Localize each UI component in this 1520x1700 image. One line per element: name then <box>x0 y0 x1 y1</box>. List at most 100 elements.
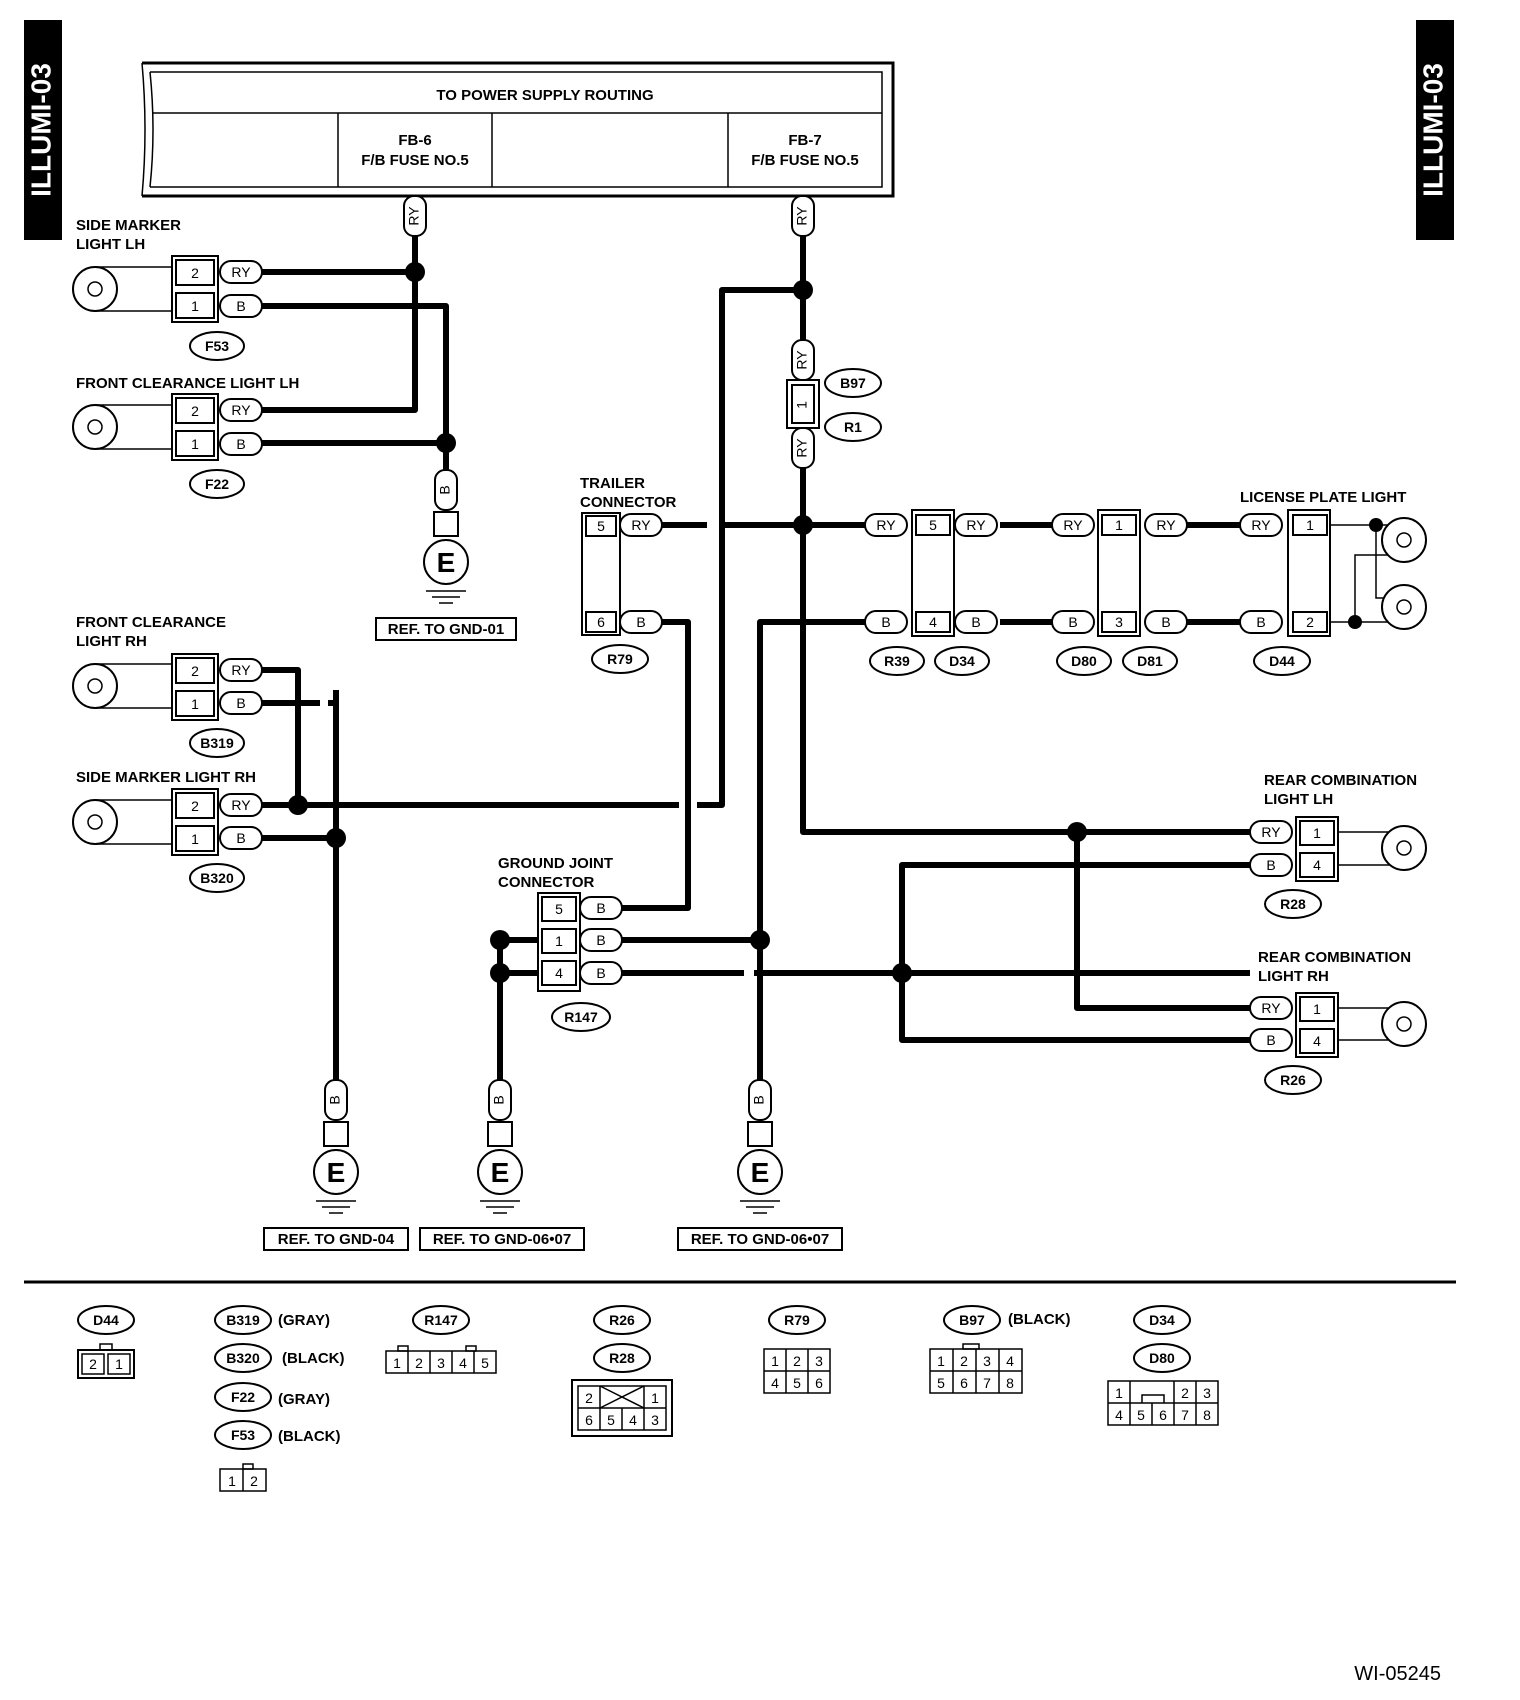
fuse-fb6-id: FB-6 <box>398 132 431 149</box>
ref-gnd04: REF. TO GND-04 <box>278 1231 395 1248</box>
svg-text:4: 4 <box>771 1375 779 1391</box>
svg-text:RY: RY <box>794 438 810 458</box>
svg-text:RY: RY <box>1261 1000 1281 1016</box>
svg-text:2: 2 <box>1306 614 1314 630</box>
legend-d34-d80: D34 D80 1 2 3 4 5 6 7 8 <box>1107 1305 1219 1426</box>
svg-text:F53: F53 <box>231 1427 255 1443</box>
svg-text:4: 4 <box>629 1412 637 1428</box>
ground-joint-title-1: GROUND JOINT <box>498 855 613 872</box>
svg-text:E: E <box>491 1157 510 1188</box>
side-marker-rh-title: SIDE MARKER LIGHT RH <box>76 769 256 786</box>
ref-gnd0607-a: REF. TO GND-06•07 <box>433 1231 571 1248</box>
side-tab-right-label: ILLUMI-03 <box>1417 63 1448 197</box>
svg-text:5: 5 <box>793 1375 801 1391</box>
svg-text:5: 5 <box>929 517 937 533</box>
side-tab-left: ILLUMI-03 <box>24 20 62 240</box>
ref-gnd01: REF. TO GND-01 <box>388 621 504 638</box>
connector-f53-label: F53 <box>205 338 229 354</box>
svg-text:B: B <box>881 614 890 630</box>
svg-text:(BLACK): (BLACK) <box>278 1428 340 1445</box>
connector-d34-label: D34 <box>949 653 975 669</box>
svg-text:1: 1 <box>191 298 199 314</box>
svg-text:RY: RY <box>1063 517 1083 533</box>
svg-text:B: B <box>751 1095 767 1104</box>
svg-text:5: 5 <box>555 901 563 917</box>
ground-joint-connector: GROUND JOINT CONNECTOR 5 1 4 B B B R147 <box>498 855 623 1032</box>
svg-text:1: 1 <box>228 1473 236 1489</box>
legend-r79: R79 1 2 3 4 5 6 <box>763 1305 831 1394</box>
svg-text:2: 2 <box>191 663 199 679</box>
power-supply-title: TO POWER SUPPLY ROUTING <box>436 87 653 104</box>
trailer-title-2: CONNECTOR <box>580 494 677 511</box>
svg-text:2: 2 <box>89 1356 97 1372</box>
svg-text:B319: B319 <box>226 1312 260 1328</box>
ref-gnd0607-b: REF. TO GND-06•07 <box>691 1231 829 1248</box>
svg-text:2: 2 <box>250 1473 258 1489</box>
svg-text:B: B <box>491 1095 507 1104</box>
wire-rh-ry <box>262 667 301 805</box>
svg-text:1: 1 <box>191 436 199 452</box>
svg-text:D80: D80 <box>1149 1350 1175 1366</box>
svg-text:R26: R26 <box>609 1312 635 1328</box>
side-marker-lh-title-1: SIDE MARKER <box>76 217 181 234</box>
connector-r26-label: R26 <box>1280 1072 1306 1088</box>
power-supply-box: TO POWER SUPPLY ROUTING FB-6 F/B FUSE NO… <box>141 61 895 198</box>
ground-gnd04: E REF. TO GND-04 <box>263 1121 409 1251</box>
svg-text:1: 1 <box>794 401 810 409</box>
svg-text:3: 3 <box>437 1355 445 1371</box>
tag-fb6-ry: RY <box>403 195 427 237</box>
svg-text:3: 3 <box>983 1353 991 1369</box>
svg-text:1: 1 <box>651 1390 659 1406</box>
wire-side-marker-lh-ry <box>262 269 418 413</box>
fuse-fb7-id: FB-7 <box>788 132 821 149</box>
svg-text:R147: R147 <box>424 1312 458 1328</box>
connector-r39-label: R39 <box>884 653 910 669</box>
svg-text:B: B <box>1266 857 1275 873</box>
side-marker-lh-title-2: LIGHT LH <box>76 236 145 253</box>
svg-text:6: 6 <box>597 614 605 630</box>
connector-d81-label: D81 <box>1137 653 1163 669</box>
connector-r79-label: R79 <box>607 651 633 667</box>
trailer-title-1: TRAILER <box>580 475 645 492</box>
legend-r26-r28: R26 R28 2 1 6 5 4 3 <box>571 1305 673 1437</box>
svg-text:1: 1 <box>1306 517 1314 533</box>
svg-text:RY: RY <box>794 206 810 226</box>
svg-text:RY: RY <box>1251 517 1271 533</box>
tag-b97-top-ry: RY <box>791 339 815 381</box>
svg-text:7: 7 <box>983 1375 991 1391</box>
junction-dots <box>288 262 1383 983</box>
svg-text:1: 1 <box>937 1353 945 1369</box>
svg-text:B: B <box>596 932 605 948</box>
connector-d80-label: D80 <box>1071 653 1097 669</box>
svg-text:RY: RY <box>231 264 251 280</box>
svg-text:B: B <box>327 1095 343 1104</box>
svg-text:1: 1 <box>555 933 563 949</box>
figure-id: WI-05245 <box>1354 1663 1441 1685</box>
svg-text:RY: RY <box>1156 517 1176 533</box>
rear-comb-lh-title-2: LIGHT LH <box>1264 791 1333 808</box>
tag-fb7-ry: RY <box>791 195 815 237</box>
svg-text:B: B <box>236 830 245 846</box>
svg-text:2: 2 <box>191 403 199 419</box>
connector-r28-label: R28 <box>1280 896 1306 912</box>
legend-b97: B97 (BLACK) 1 2 3 4 5 6 7 8 <box>929 1305 1070 1394</box>
svg-text:E: E <box>327 1157 346 1188</box>
svg-text:B: B <box>971 614 980 630</box>
front-clearance-lh-title: FRONT CLEARANCE LIGHT LH <box>76 375 299 392</box>
svg-text:B: B <box>596 900 605 916</box>
svg-text:B97: B97 <box>959 1312 985 1328</box>
svg-text:(GRAY): (GRAY) <box>278 1312 330 1329</box>
svg-text:1: 1 <box>1313 1001 1321 1017</box>
tag-gnd0607b-b: B <box>748 1079 772 1121</box>
svg-text:(GRAY): (GRAY) <box>278 1391 330 1408</box>
legend-r147: R147 1 2 3 4 5 <box>385 1305 497 1374</box>
connector-r1-label: R1 <box>844 419 862 435</box>
svg-text:R79: R79 <box>784 1312 810 1328</box>
svg-text:B: B <box>1161 614 1170 630</box>
wire-fb7-rh-branch <box>262 287 803 808</box>
svg-text:D44: D44 <box>93 1312 119 1328</box>
svg-text:B: B <box>636 614 645 630</box>
rear-comb-rh-title-2: LIGHT RH <box>1258 968 1329 985</box>
svg-text:1: 1 <box>191 831 199 847</box>
